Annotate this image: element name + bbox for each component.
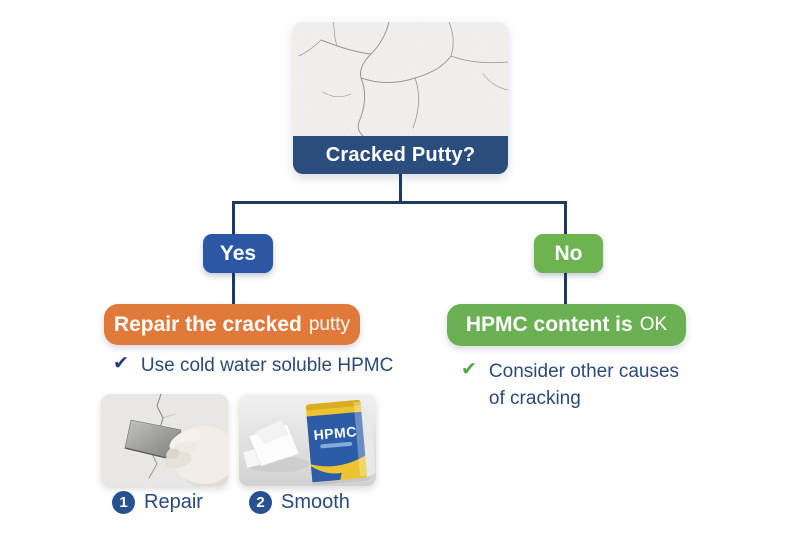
yes-tip-text: Use cold water soluble HPMC <box>140 355 394 376</box>
no-result-text-rest: OK <box>639 314 668 335</box>
repair-photo <box>101 394 228 486</box>
check-icon: ✔ <box>461 359 477 380</box>
no-tip-line1: Consider other causes <box>488 361 680 382</box>
connector-no-to-banner <box>564 272 567 305</box>
no-node: No <box>534 234 603 273</box>
no-result-text-bold: HPMC content is <box>465 313 633 336</box>
yes-result-banner: Repair the cracked putty <box>104 304 360 345</box>
connector-yes-to-banner <box>232 272 235 305</box>
connector-root-down <box>399 172 402 203</box>
step-1-label: Repair <box>144 491 203 513</box>
no-tip-line2: of cracking <box>488 388 581 409</box>
no-label: No <box>554 241 583 265</box>
step-2-badge: 2 <box>249 491 272 514</box>
no-result-banner: HPMC content is OK <box>447 304 686 346</box>
step-1-badge: 1 <box>112 491 135 514</box>
cracked-texture-art <box>293 22 508 136</box>
smooth-photo: HPMC <box>239 394 376 486</box>
yes-label: Yes <box>219 241 257 265</box>
hpmc-bag-art: HPMC <box>239 394 376 486</box>
connector-horizontal <box>232 201 567 204</box>
no-tip: ✔ Consider other causes of cracking <box>461 358 679 412</box>
no-tip-text: Consider other causes of cracking <box>489 358 679 412</box>
question-card: Cracked Putty? <box>293 22 508 174</box>
step-1: 1 Repair <box>112 491 203 514</box>
yes-node: Yes <box>203 234 273 273</box>
cracked-putty-photo <box>293 22 508 136</box>
yes-tip: ✔ Use cold water soluble HPMC <box>113 352 393 379</box>
bag-brand-text: HPMC <box>313 423 357 443</box>
step-2-label: Smooth <box>281 491 350 513</box>
check-icon: ✔ <box>113 353 129 374</box>
step-2: 2 Smooth <box>249 491 350 514</box>
yes-result-text-rest: putty <box>308 313 351 335</box>
question-banner: Cracked Putty? <box>293 136 508 174</box>
connector-no-down <box>564 201 567 235</box>
connector-yes-down <box>232 201 235 235</box>
yes-result-text-bold: Repair the cracked <box>113 312 302 336</box>
hpmc-bag: HPMC <box>305 400 376 486</box>
putty-knife-art <box>101 394 228 486</box>
question-text: Cracked Putty? <box>325 143 476 166</box>
